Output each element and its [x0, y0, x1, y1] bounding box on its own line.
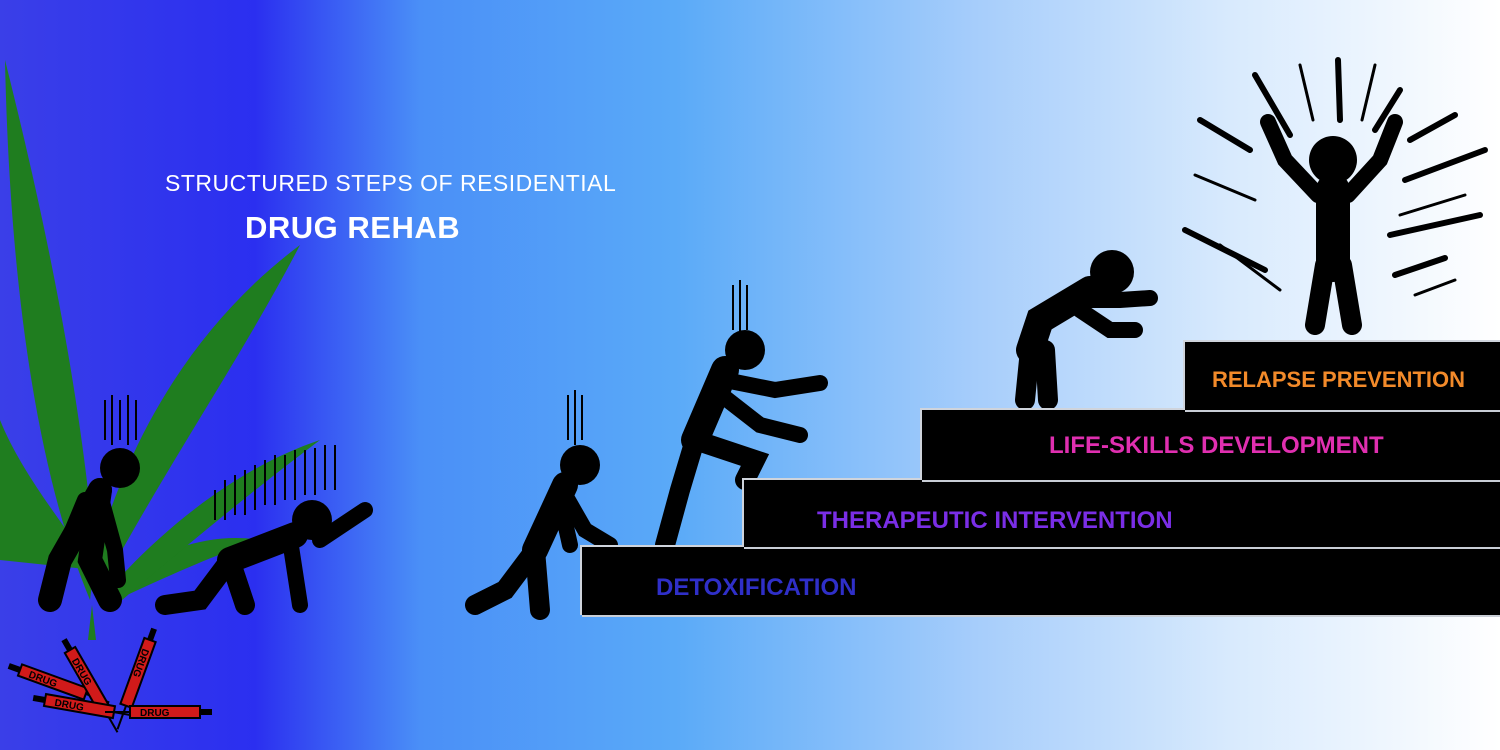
syringe-label: DRUG — [54, 698, 85, 714]
celebration-rays-icon — [1182, 57, 1488, 297]
step-relapse-prevention: RELAPSE PREVENTION — [1183, 340, 1500, 410]
step-detoxification: DETOXIFICATION — [580, 545, 1500, 615]
figure-celebrating-icon — [1260, 114, 1403, 335]
figure-climbing-icon — [655, 330, 828, 555]
syringe-label: DRUG — [140, 708, 170, 719]
step-label-detoxification: DETOXIFICATION — [656, 574, 857, 601]
figure-bending-icon — [1015, 250, 1158, 410]
heading-title: DRUG REHAB — [245, 210, 461, 245]
stress-marks-icon — [104, 280, 748, 520]
step-label-life-skills-development: LIFE-SKILLS DEVELOPMENT — [1049, 432, 1384, 459]
figure-crawling-icon — [155, 500, 373, 615]
figure-pushing-icon — [465, 445, 618, 620]
step-life-skills-development: LIFE-SKILLS DEVELOPMENT — [920, 408, 1500, 480]
step-label-relapse-prevention: RELAPSE PREVENTION — [1212, 367, 1466, 392]
cannabis-leaf-icon — [0, 60, 320, 640]
figure-slumped-icon — [38, 448, 140, 612]
heading-subtitle: STRUCTURED STEPS OF RESIDENTIAL — [165, 170, 617, 196]
step-therapeutic-intervention: THERAPEUTIC INTERVENTION — [742, 478, 1500, 547]
syringe-pile-icon: DRUG DRUG DRUG DRUG — [7, 627, 212, 733]
step-label-therapeutic-intervention: THERAPEUTIC INTERVENTION — [817, 507, 1173, 534]
